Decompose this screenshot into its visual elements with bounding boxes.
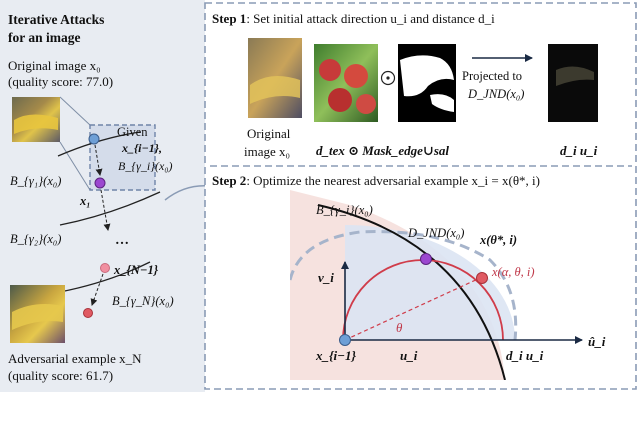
label-B-gamma2: B_{γ₂}(x₀) (10, 232, 61, 246)
boundary-curve-N (59, 261, 151, 293)
boundary-curve-1 (57, 131, 141, 157)
point-xstar (420, 253, 432, 265)
texture-apple-3 (328, 88, 352, 112)
label-xN-1: x_{N−1} (113, 263, 159, 277)
boundary-curve-2 (59, 191, 161, 226)
B-gamma-boundary (317, 204, 506, 380)
step2-heading: Step 2: Optimize the nearest adversarial… (212, 173, 540, 188)
result-diui-image (548, 44, 598, 122)
left-title-line2: for an image (8, 30, 81, 45)
step1-text: : Set initial attack direction u_i and d… (246, 11, 495, 26)
adversarial-image-yellow-region (12, 304, 63, 330)
odot-symbol (380, 70, 396, 86)
texture-apple-1 (319, 59, 341, 81)
left-panel: Iterative Attacks for an image Original … (0, 0, 205, 392)
adversarial-quality-score: (quality score: 61.7) (8, 368, 113, 383)
label-xi-1: x_{i−1} (315, 348, 357, 363)
label-diui: d_i u_i (506, 348, 544, 363)
arrow-x0-to-x1 (94, 144, 103, 176)
given-label-line1: Given (117, 125, 148, 139)
result-diui-faint-region (556, 66, 594, 86)
step2-text: : Optimize the nearest adversarial examp… (246, 173, 540, 188)
zoom-line-bottom (59, 141, 91, 191)
label-DJND: D_JND(x₀) (407, 226, 464, 240)
step2-diagram (290, 190, 583, 380)
DJND-boundary (290, 230, 518, 341)
given-label-line2: x_{i−1}, (121, 141, 162, 155)
label-xalpha: x(α, θ, i) (491, 265, 535, 279)
result-diui-label: d_i u_i (560, 143, 598, 158)
mask-white-region-2 (430, 94, 454, 112)
step1-prefix: Step 1 (212, 11, 246, 26)
region-DJND (345, 225, 515, 340)
point-xN (83, 308, 93, 318)
label-B-gamma-i: B_{γ_i}(x₀) (316, 203, 373, 217)
label-B-gammaN: B_{γ_N}(x₀) (112, 294, 174, 308)
step2-section: Step 2: Optimize the nearest adversarial… (212, 173, 606, 380)
step2-prefix: Step 2 (212, 173, 246, 188)
label-ui-hat: û_i (588, 334, 606, 349)
step1-original-image-highlight (250, 76, 300, 104)
point-xalpha (476, 272, 488, 284)
point-xN-1 (100, 263, 110, 273)
theta-radius (344, 277, 481, 341)
original-image-yellow-region (14, 114, 58, 134)
projected-label-line1: Projected to (462, 69, 522, 83)
left-title-line1: Iterative Attacks (8, 12, 104, 27)
label-B-gamma1: B_{γ₁}(x₀) (10, 174, 61, 188)
adversarial-example-label: Adversarial example x_N (8, 351, 142, 366)
texture-apple-4 (356, 94, 376, 114)
dtex-mask-label: d_tex ⊙ Mask_edge∪sal (316, 143, 449, 158)
zoom-line-top (59, 96, 91, 126)
odot-dot (386, 76, 390, 80)
original-quality-score: (quality score: 77.0) (8, 74, 113, 89)
step1-section: Step 1: Set initial attack direction u_i… (212, 11, 598, 159)
label-ellipsis: … (115, 233, 129, 248)
projected-label-line2: D_JND(x₀) (467, 87, 524, 101)
label-ui: u_i (400, 348, 418, 363)
label-xstar: x(θ*, i) (479, 233, 517, 247)
point-x1 (94, 177, 106, 189)
arrow-x1-onward (100, 189, 111, 231)
mask-white-region-1 (400, 55, 454, 97)
step1-original-label-line1: Original (247, 126, 291, 141)
label-vi: v_i (318, 270, 334, 285)
original-image-label: Original image x₀ (8, 58, 101, 73)
point-x0 (88, 133, 100, 145)
label-theta: θ (396, 320, 403, 335)
step1-heading: Step 1: Set initial attack direction u_i… (212, 11, 495, 26)
arrow-xN-1-to-xN (90, 273, 104, 306)
texture-apple-2 (344, 64, 368, 88)
label-x1: x₁ (79, 194, 91, 208)
point-xi-1 (339, 334, 351, 346)
step1-original-label-line2: image x₀ (244, 144, 290, 159)
given-label-line3: B_{γ_i}(x₀) (118, 159, 172, 173)
